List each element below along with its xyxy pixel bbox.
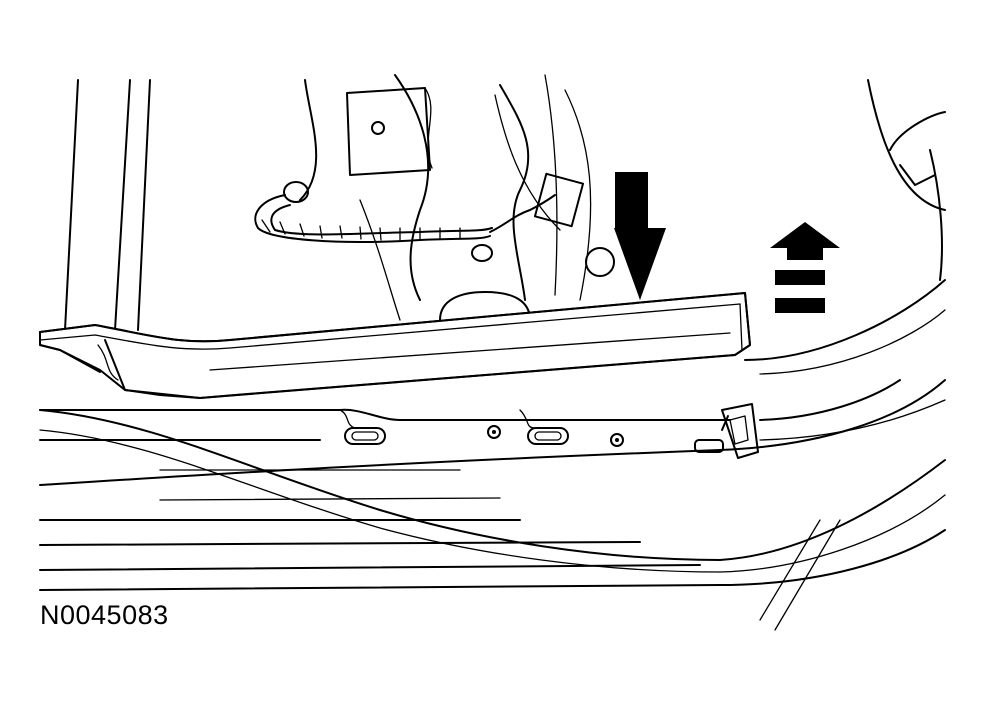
figure-id-label: N0045083 [40,600,169,630]
wiring-harness [254,172,585,262]
up-arrow-with-motion-bars-icon [770,222,840,313]
body-panel-contours [299,74,592,321]
rocker-sill-contours [39,279,946,631]
sill-clip-slots [339,409,724,453]
retaining-clip [721,403,759,459]
panel-opening [439,291,531,321]
door-trim-right [867,79,946,281]
mounting-bracket [346,87,433,176]
body-hole [585,247,615,277]
door-frame-left [64,79,151,331]
scuff-plate-trim-panel [39,292,751,399]
solid-down-arrow-icon [614,172,666,300]
